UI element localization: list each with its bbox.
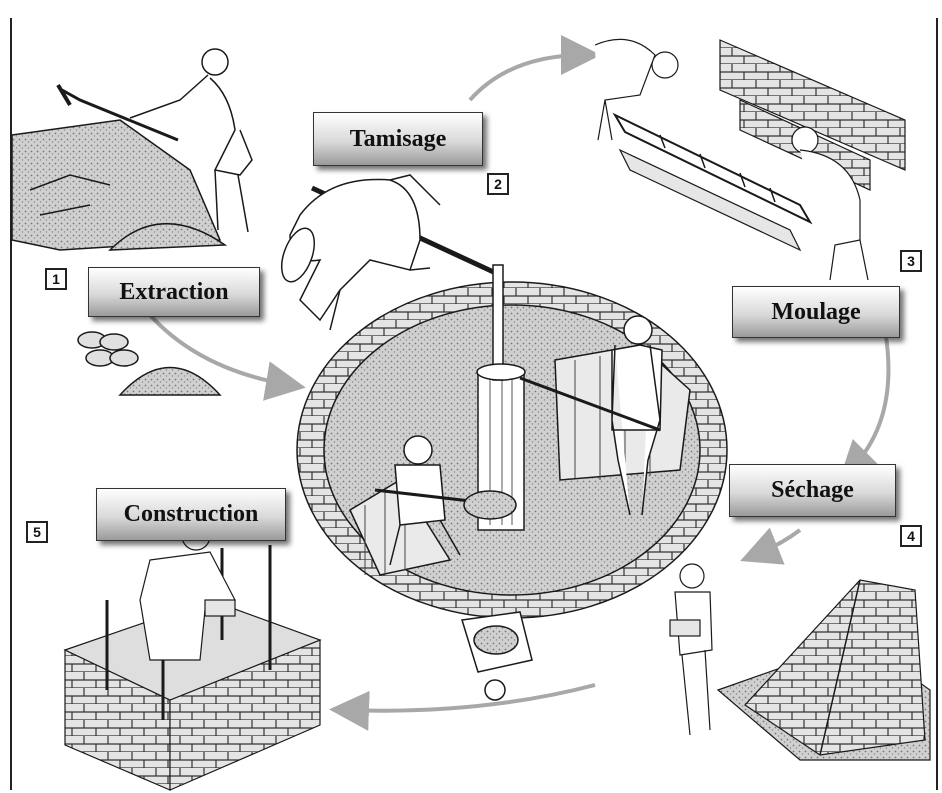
tamisage-scene <box>280 174 502 331</box>
earth-mound <box>11 119 222 251</box>
rake-right <box>519 376 661 432</box>
carrier-body <box>674 591 713 736</box>
arrow-sechage-to-next <box>740 527 802 565</box>
worker-right-head <box>623 315 653 345</box>
diagram-frame <box>10 18 938 790</box>
step-2-label: Tamisage <box>313 112 483 166</box>
step-5-label: Construction <box>96 488 286 541</box>
mason-body <box>139 551 236 661</box>
baskets <box>77 331 139 367</box>
arrow-extraction-to-center <box>148 313 306 401</box>
mixing-pit <box>296 264 728 701</box>
construction-scene <box>63 521 322 791</box>
cycle-arrows <box>148 35 891 731</box>
step-3-number: 3 <box>900 250 922 272</box>
step-4-label: Séchage <box>729 464 896 517</box>
pickaxe <box>61 88 179 142</box>
step-2-number: 2 <box>487 173 509 195</box>
extraction-scene <box>11 48 253 396</box>
moulder-left-body <box>594 38 656 141</box>
worker-right-body <box>611 344 663 516</box>
soil-heap <box>463 490 517 520</box>
moulder-right-head <box>791 126 819 154</box>
gravel <box>118 366 222 396</box>
worker-head <box>201 48 229 76</box>
moulder-right-body <box>799 149 869 281</box>
step-3-label: Moulage <box>732 286 900 338</box>
step-4-number: 4 <box>900 525 922 547</box>
step-1-label: Extraction <box>88 267 260 317</box>
worker-left-head <box>403 435 433 465</box>
rebar <box>105 545 272 720</box>
sechage-scene <box>669 563 931 761</box>
worker-left-body <box>389 464 461 566</box>
mill-shaft <box>492 264 504 381</box>
arrow-moulage-to-sechage <box>838 329 891 482</box>
arrow-tamisage-to-moulage <box>468 35 601 102</box>
soil-pile <box>108 223 228 251</box>
brick-mould <box>612 112 813 225</box>
step-5-number: 5 <box>26 521 48 543</box>
mason-brick <box>204 599 236 617</box>
moulage-scene <box>594 38 906 281</box>
arrow-center-to-construction <box>329 683 596 731</box>
step-1-number: 1 <box>45 268 67 290</box>
donkey-head <box>280 227 316 283</box>
brick-pyramid <box>744 579 926 756</box>
carried-brick <box>669 619 701 637</box>
carrier-head <box>679 563 705 589</box>
worker-body <box>129 74 253 176</box>
moulder-left-head <box>651 51 679 79</box>
